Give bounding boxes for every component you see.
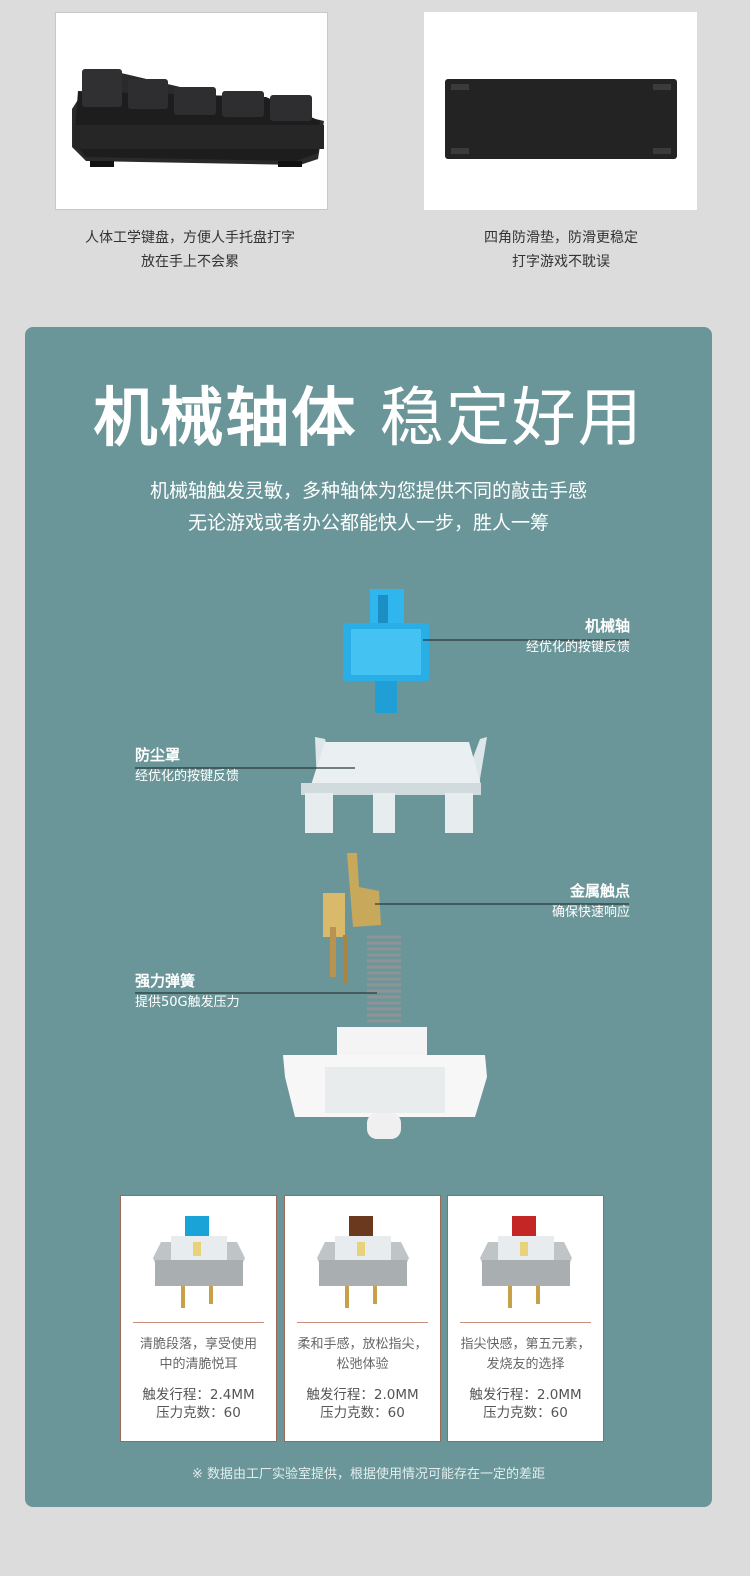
part-label-dust-cover: 防尘罩 经优化的按键反馈 <box>135 746 240 784</box>
data-source-footnote: ※ 数据由工厂实验室提供，根据使用情况可能存在一定的差距 <box>191 1467 546 1482</box>
switch-section-panel: 机械轴体 稳定好用 机械轴触发灵敏，多种轴体为您提供不同的敲击手感 无论游戏或者… <box>25 327 712 1507</box>
switch-card-spec: 触发行程：2.4MM 压力克数：60 <box>142 1387 255 1421</box>
switch-card-red: 指尖快感，第五元素， 发烧友的选择 触发行程：2.0MM 压力克数：60 <box>447 1195 604 1442</box>
part-label-stem: 机械轴 经优化的按键反馈 <box>525 617 630 655</box>
switch-card-divider <box>297 1322 428 1323</box>
section-subtitle-line1: 机械轴触发灵敏，多种轴体为您提供不同的敲击手感 <box>149 480 587 502</box>
switch-card-spec: 触发行程：2.0MM 压力克数：60 <box>306 1387 419 1421</box>
metal-contact-part <box>323 853 381 983</box>
switch-card-desc: 柔和手感，放松指尖， 松弛体验 <box>297 1337 428 1372</box>
feature-caption-ergonomic: 人体工学键盘，方便人手托盘打字 放在手上不会累 <box>85 230 295 270</box>
switch-housing-part <box>283 1027 487 1139</box>
switch-stem-part <box>343 589 429 713</box>
brown-switch-icon <box>317 1216 409 1308</box>
spring-part <box>367 935 401 1023</box>
switch-card-brown: 柔和手感，放松指尖， 松弛体验 触发行程：2.0MM 压力克数：60 <box>284 1195 441 1442</box>
exploded-switch-diagram <box>135 589 629 1139</box>
keyboard-bottom-image <box>424 12 697 210</box>
switch-card-divider <box>133 1322 264 1323</box>
switch-card-desc: 清脆段落，享受使用 中的清脆悦耳 <box>139 1337 257 1372</box>
part-label-metal-contact: 金属触点 确保快速响应 <box>551 882 630 920</box>
switch-card-desc: 指尖快感，第五元素， 发烧友的选择 <box>460 1337 591 1372</box>
switch-card-blue: 清脆段落，享受使用 中的清脆悦耳 触发行程：2.4MM 压力克数：60 <box>120 1195 277 1442</box>
red-switch-icon <box>480 1216 572 1308</box>
feature-caption-antislip: 四角防滑垫，防滑更稳定 打字游戏不耽误 <box>484 230 638 270</box>
blue-switch-icon <box>153 1216 245 1308</box>
switch-card-spec: 触发行程：2.0MM 压力克数：60 <box>469 1387 582 1421</box>
section-title: 机械轴体 稳定好用 <box>93 382 644 456</box>
switch-card-divider <box>460 1322 591 1323</box>
part-label-spring: 强力弹簧 提供50G触发压力 <box>135 972 240 1010</box>
section-subtitle-line2: 无论游戏或者办公都能快人一步，胜人一筹 <box>187 512 549 534</box>
keyboard-side-image <box>55 12 328 210</box>
dust-cover-part <box>301 737 487 833</box>
